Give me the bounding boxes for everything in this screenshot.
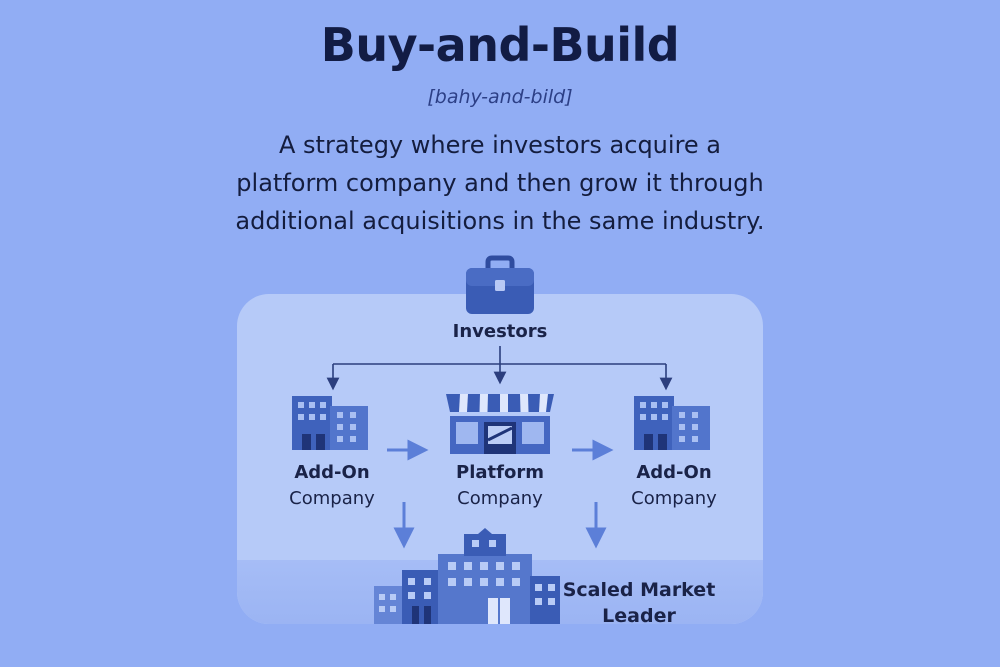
platform-label-line-2: Company bbox=[457, 488, 543, 509]
platform-label: Platform Company bbox=[430, 460, 570, 512]
definition-line-2: platform company and then grow it throug… bbox=[236, 169, 764, 197]
addon-right-label-line-1: Add-On bbox=[636, 462, 712, 483]
leader-label-line-1: Scaled Market bbox=[562, 579, 716, 601]
office-building-icon bbox=[634, 396, 710, 450]
diagram-title: Buy-and-Build bbox=[320, 18, 680, 72]
addon-right-label: Add-On Company bbox=[604, 460, 744, 512]
briefcase-icon bbox=[466, 255, 534, 314]
merge-arrows bbox=[387, 439, 614, 549]
definition-line-1: A strategy where investors acquire a bbox=[278, 131, 722, 159]
definition: A strategy where investors acquire a pla… bbox=[190, 126, 810, 240]
addon-right-label-line-2: Company bbox=[631, 488, 717, 509]
pronunciation: [bahy-and-bild] bbox=[427, 86, 573, 108]
addon-left-label-line-1: Add-On bbox=[294, 462, 370, 483]
leader-label-line-2: Leader bbox=[602, 605, 676, 627]
addon-left-label-line-2: Company bbox=[289, 488, 375, 509]
platform-label-line-1: Platform bbox=[456, 462, 544, 483]
office-building-icon bbox=[292, 396, 368, 450]
investors-label: Investors bbox=[452, 321, 548, 342]
investor-distribution-arrows bbox=[326, 346, 673, 391]
city-buildings-icon bbox=[374, 528, 560, 624]
storefront-icon bbox=[446, 394, 554, 454]
leader-label: Scaled Market Leader bbox=[556, 577, 722, 629]
definition-line-3: additional acquisitions in the same indu… bbox=[235, 207, 765, 235]
addon-left-label: Add-On Company bbox=[262, 460, 402, 512]
